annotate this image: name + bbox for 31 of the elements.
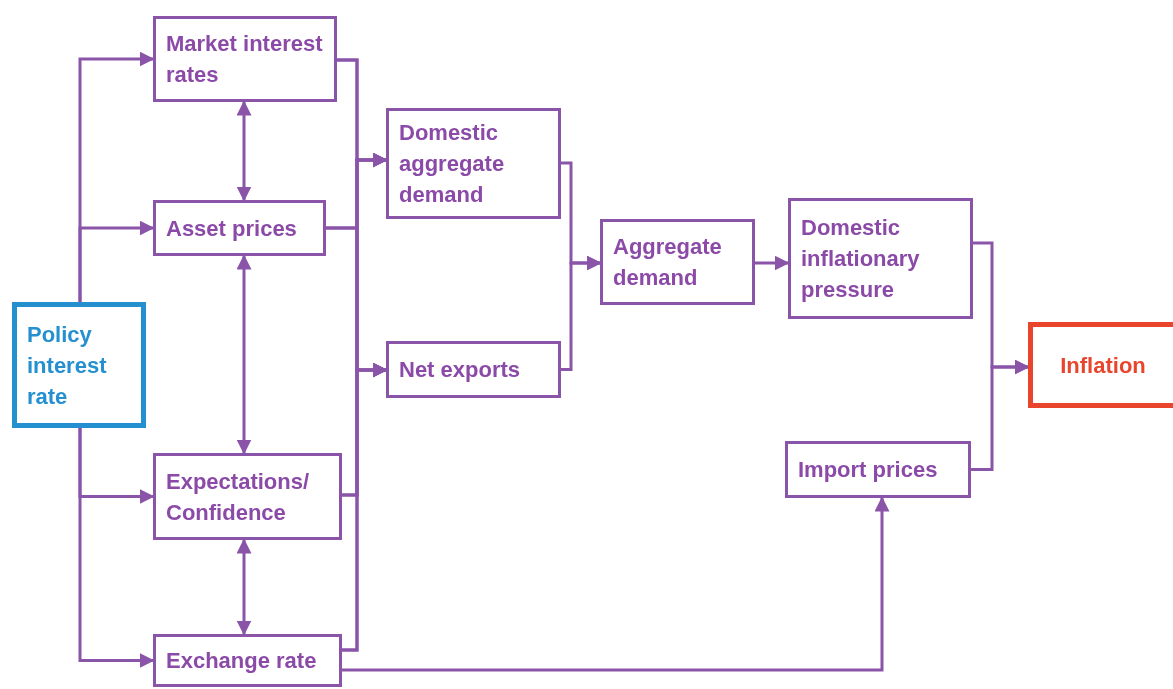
arrow: [561, 255, 602, 371]
box-label: Asset prices: [166, 214, 297, 243]
process-box: [12, 302, 146, 428]
box-label: Net exports: [399, 356, 521, 384]
box-label: Exchange rate: [166, 647, 317, 675]
arrow: [971, 359, 1030, 471]
process-box: [600, 219, 755, 305]
process-box: [386, 341, 561, 398]
arrow: [78, 428, 155, 668]
process-box: [788, 198, 973, 319]
process-box: [153, 634, 342, 687]
arrow: [236, 538, 252, 636]
process-box: [153, 453, 342, 540]
arrow: [236, 100, 252, 202]
arrow: [236, 254, 252, 455]
box-label: Aggregate demand: [613, 233, 723, 292]
box-label: Domestic inflationary pressure: [801, 214, 921, 304]
box-label: Market interest rates: [166, 30, 324, 89]
process-box: [386, 108, 561, 219]
arrow: [755, 255, 790, 271]
process-box: [785, 441, 971, 498]
arrow: [342, 496, 890, 672]
box-label: Inflation: [1060, 351, 1146, 380]
process-box: [1028, 322, 1173, 408]
arrow: [78, 220, 155, 302]
process-box: [153, 200, 326, 256]
box-label: Import prices: [798, 456, 938, 484]
box-label: Domestic aggregate demand: [399, 119, 506, 209]
box-label: Policy interest rate: [27, 320, 108, 411]
process-box: [153, 16, 337, 102]
box-label: Expectations/ Confidence: [166, 467, 311, 527]
